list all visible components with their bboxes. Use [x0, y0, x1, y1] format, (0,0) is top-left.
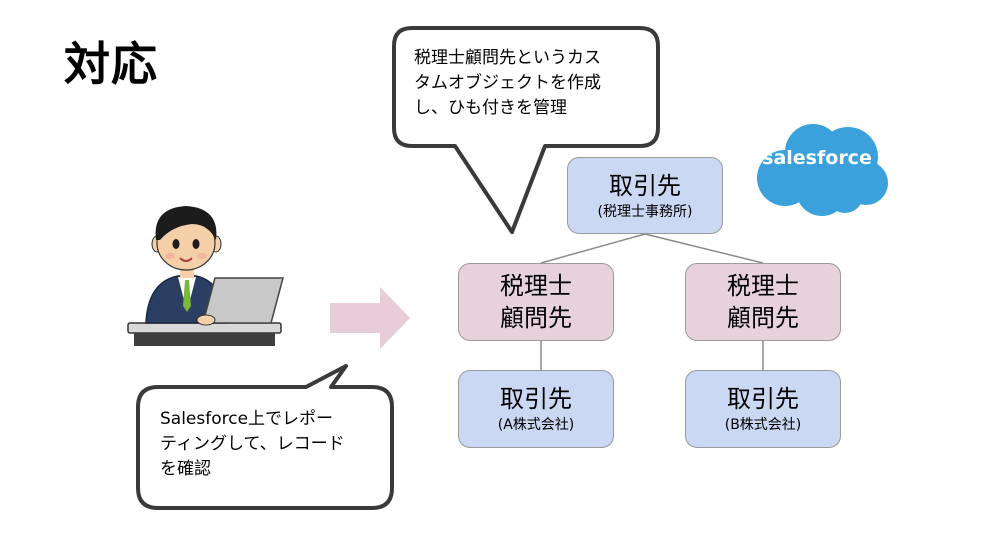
bubble-bottom-line-1: Salesforce上でレポー	[160, 409, 334, 429]
bubble-bottom-line-3: を確認	[160, 459, 211, 479]
account-box-left: 取引先 (A株式会社)	[458, 370, 614, 448]
account-root-title: 取引先	[609, 171, 681, 200]
account-left-title: 取引先	[500, 385, 572, 413]
custom-object-right-line-1: 税理士	[727, 272, 799, 300]
right-arrow-icon	[330, 287, 410, 349]
account-box-right: 取引先 (B株式会社)	[685, 370, 841, 448]
salesforce-cloud-logo	[757, 124, 888, 216]
page-title: 対応	[64, 37, 158, 91]
bubble-top-line-3: し、ひも付きを管理	[414, 98, 567, 118]
custom-object-left-line-2: 顧問先	[500, 304, 572, 332]
businessman-laptop-illustration	[127, 206, 284, 346]
speech-bubble-top	[392, 26, 660, 234]
account-left-subtitle: (A株式会社)	[497, 417, 575, 433]
bubble-top-line-1: 税理士顧問先というカス	[414, 48, 601, 68]
salesforce-logo-text: salesforce	[762, 147, 872, 169]
speech-bubble-bottom	[136, 364, 394, 510]
tree-connectors	[540, 233, 764, 370]
bubble-top-text: 税理士顧問先というカス タムオブジェクトを作成 し、ひも付きを管理	[414, 46, 601, 121]
account-right-subtitle: (B株式会社)	[724, 417, 802, 433]
bubble-top-line-2: タムオブジェクトを作成	[414, 73, 601, 93]
account-right-title: 取引先	[727, 385, 799, 413]
account-box-root: 取引先 (税理士事務所)	[567, 157, 723, 234]
bubble-bottom-text: Salesforce上でレポー ティングして、レコード を確認	[160, 407, 345, 482]
custom-object-left-line-1: 税理士	[500, 272, 572, 300]
custom-object-right-line-2: 顧問先	[727, 304, 799, 332]
bubble-bottom-line-2: ティングして、レコード	[160, 434, 345, 454]
custom-object-box-right: 税理士 顧問先	[685, 263, 841, 341]
custom-object-box-left: 税理士 顧問先	[458, 263, 614, 341]
account-root-subtitle: (税理士事務所)	[597, 203, 693, 220]
